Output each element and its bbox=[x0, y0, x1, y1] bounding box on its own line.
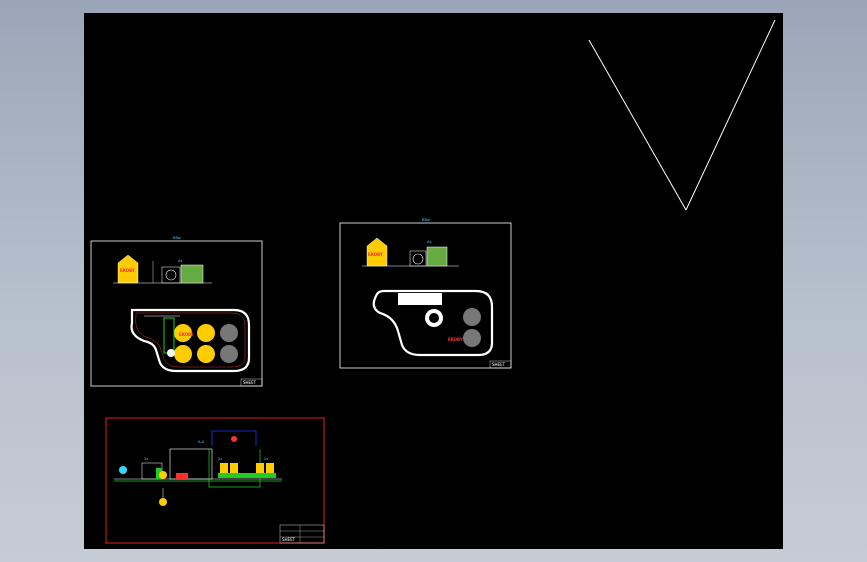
svg-text:2x: 2x bbox=[144, 457, 149, 461]
svg-text:Ax: Ax bbox=[427, 240, 432, 244]
sheet-2-plan: EKOBY bbox=[372, 289, 494, 357]
sheet-1-tank-row bbox=[174, 324, 238, 363]
sheet-1-title-block-text: SHEET bbox=[243, 380, 257, 385]
sheet-3-frame bbox=[105, 417, 325, 544]
sheet-2-title-block-text: SHEET bbox=[492, 362, 506, 367]
sheet-1[interactable]: BBw EKOBY Ax bbox=[90, 236, 263, 387]
drawing-viewport[interactable]: BBw EKOBY Ax bbox=[84, 13, 783, 549]
cad-drawing-canvas[interactable]: BBw EKOBY Ax bbox=[84, 13, 783, 549]
sheet-3-header-tag: A-A bbox=[198, 440, 205, 444]
sheet-2-tank-row bbox=[463, 308, 481, 347]
sheet-1-silo: EKOBY bbox=[117, 254, 139, 284]
sheet-2-title-block: SHEET bbox=[489, 360, 512, 369]
sheet-1-equipment bbox=[152, 261, 204, 284]
sheet-2-header-tag: BBw bbox=[422, 218, 430, 222]
svg-text:2x: 2x bbox=[218, 457, 223, 461]
sheet-3-title-block: SHEET bbox=[279, 524, 325, 544]
sheet-2[interactable]: BBw EKOBY Ax EKOBY bbox=[339, 218, 512, 369]
sheet-2-silo-label: EKOBY bbox=[368, 252, 383, 257]
sheet-3-tanks bbox=[218, 463, 276, 478]
crosshair-cursor bbox=[588, 19, 776, 211]
sheet-1-silo-label: EKOBY bbox=[120, 268, 135, 273]
sheet-1-tank-label: EKOBY bbox=[179, 332, 194, 337]
sheet-2-equipment bbox=[409, 246, 448, 267]
sheet-2-frame bbox=[339, 222, 512, 369]
sheet-1-frame bbox=[90, 240, 263, 387]
sheet-1-header-tag: BBw bbox=[173, 236, 181, 240]
sheet-3-title-block-text: SHEET bbox=[282, 537, 296, 542]
sheet-2-silo: EKOBY bbox=[366, 237, 388, 267]
sheet-3[interactable]: A-A bbox=[105, 417, 325, 544]
sheet-2-tank-label: EKOBY bbox=[448, 337, 463, 342]
sheet-1-title-block: SHEET bbox=[240, 378, 263, 387]
svg-text:Ax: Ax bbox=[178, 259, 183, 263]
svg-text:2x: 2x bbox=[264, 457, 269, 461]
sheet-3-section: 2x 2x 2x bbox=[114, 430, 282, 506]
sheet-1-plan: EKOBY bbox=[130, 308, 251, 373]
